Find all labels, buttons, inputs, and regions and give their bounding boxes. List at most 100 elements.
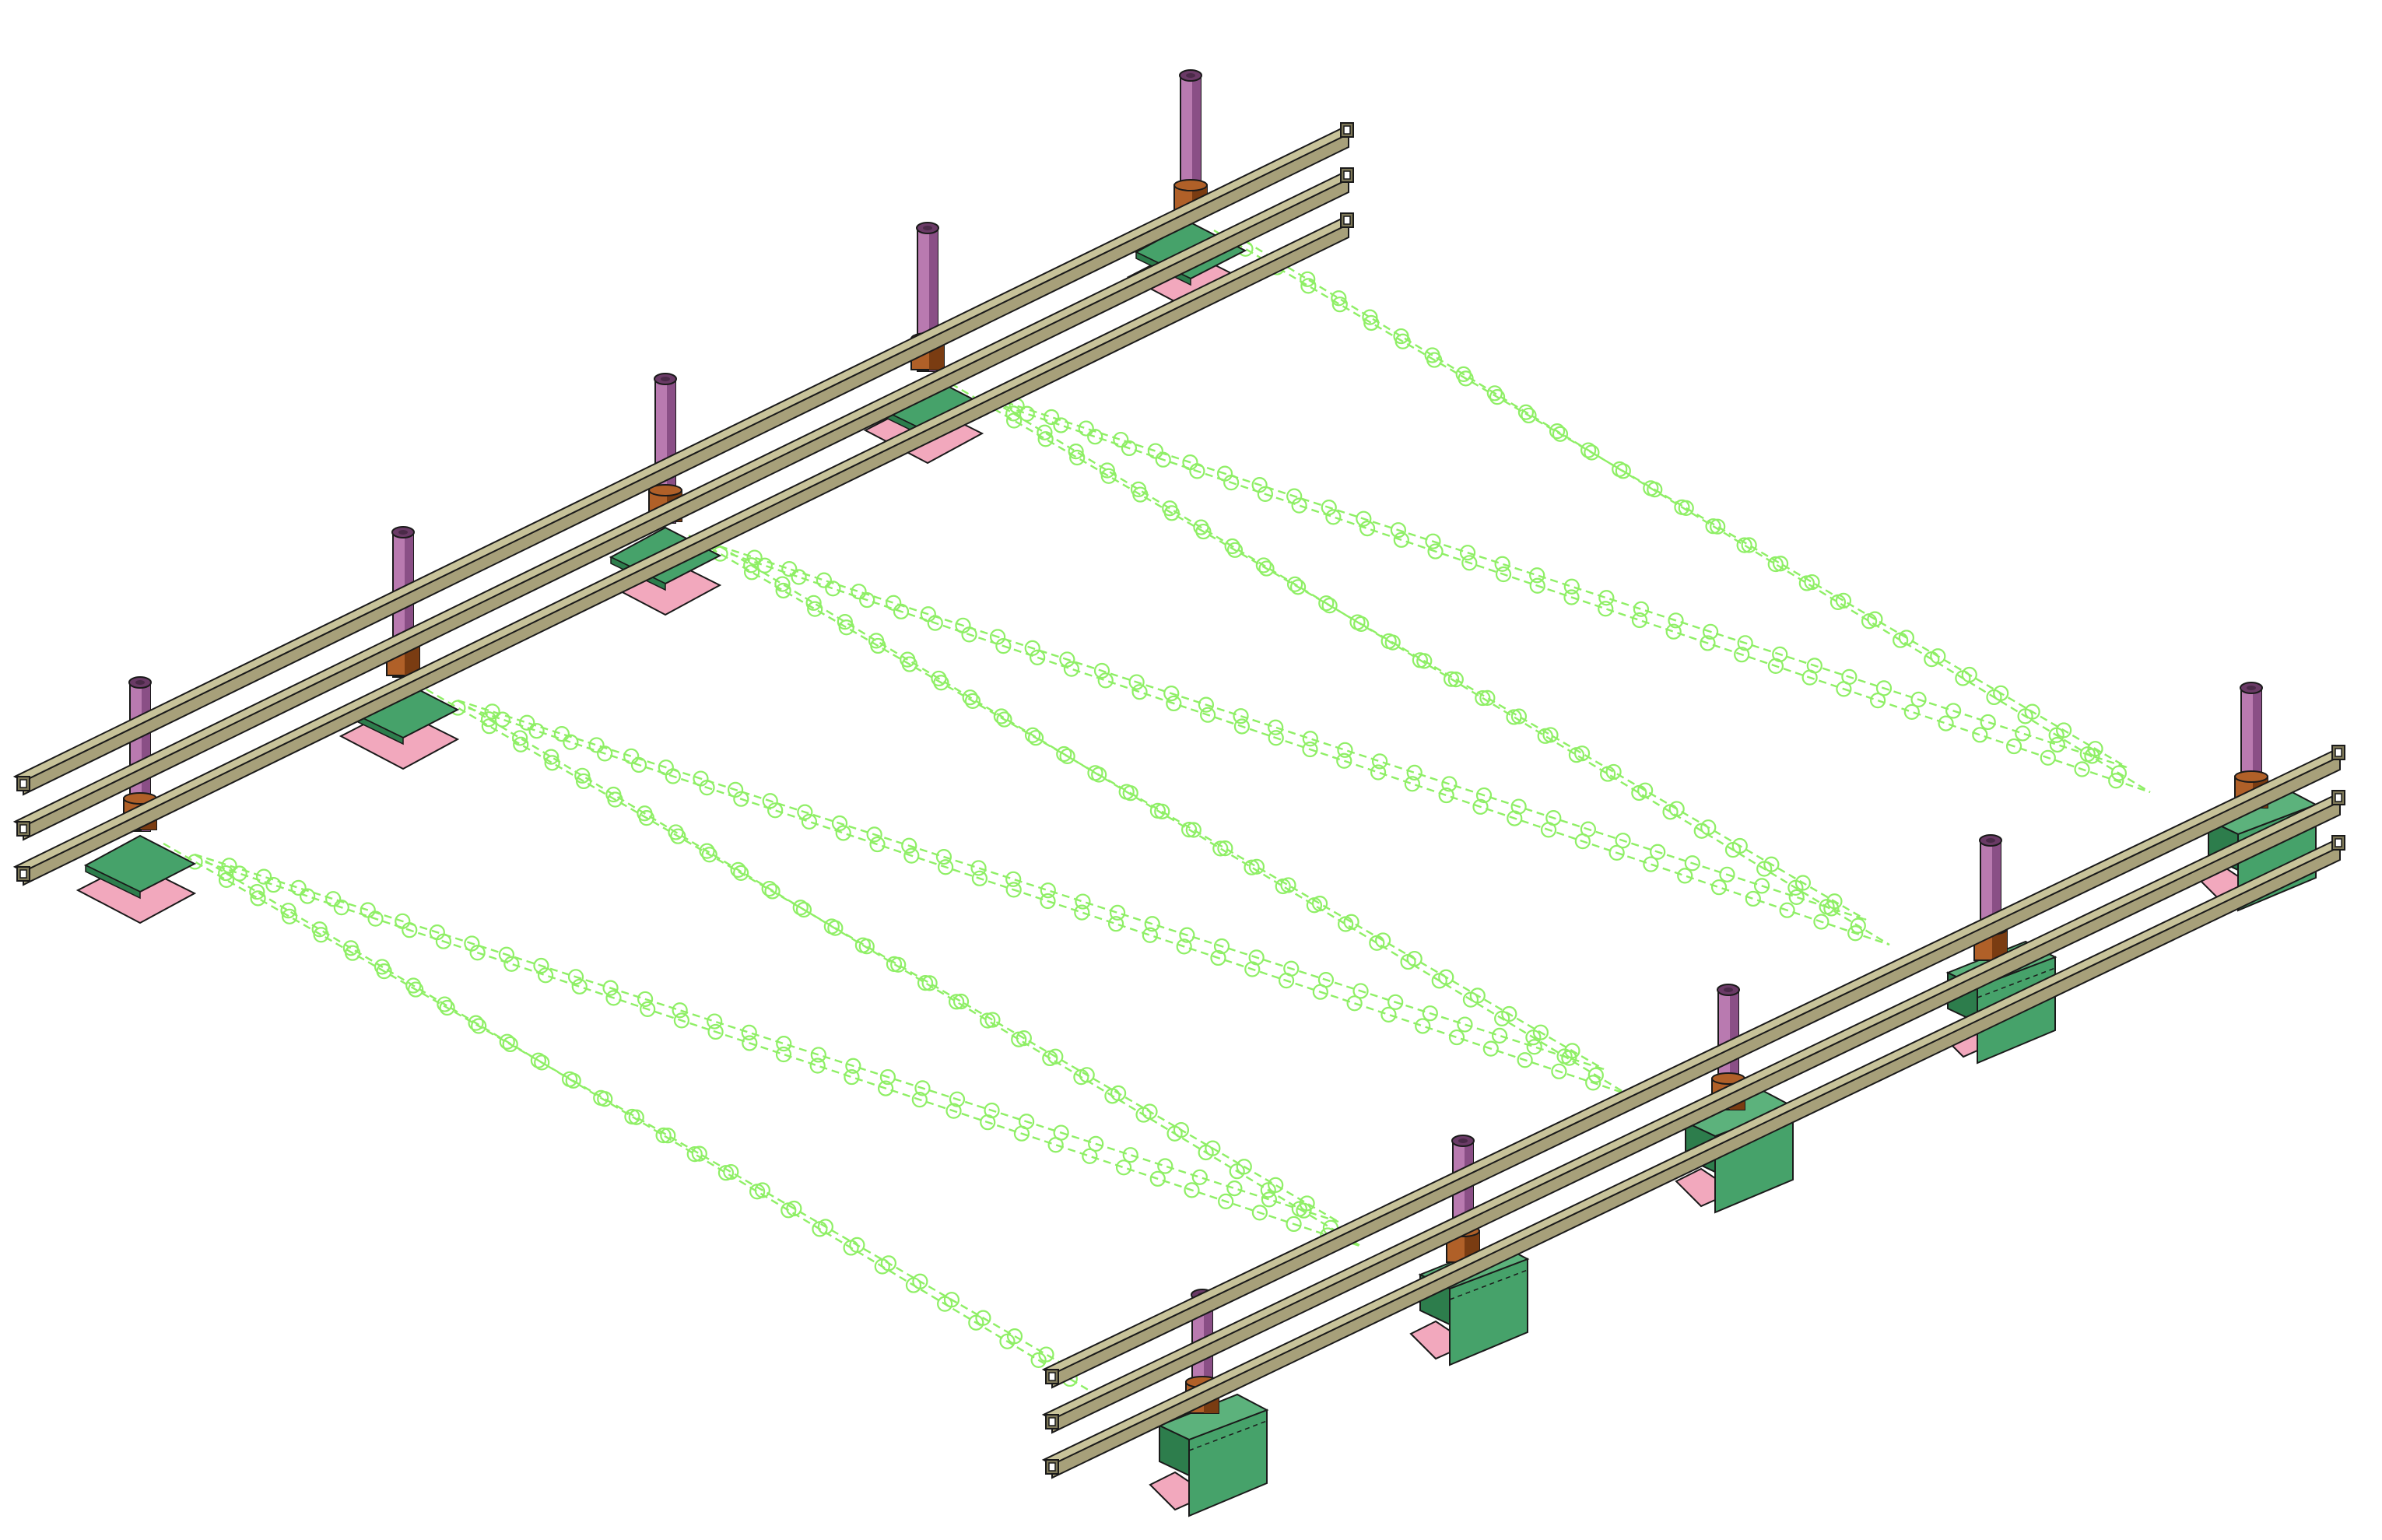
cable-node: [893, 603, 910, 619]
cable-node: [1362, 309, 1378, 325]
cable-node: [1608, 844, 1625, 861]
cable-node: [938, 859, 954, 875]
cable-diagonal-4b: [992, 401, 2151, 794]
cable-node: [1149, 802, 1166, 819]
cable-node: [1772, 556, 1789, 572]
cable-node: [1258, 560, 1275, 577]
cable-node: [1213, 938, 1230, 955]
cable-node: [961, 626, 977, 643]
cable-node: [1118, 784, 1135, 800]
cable-node: [717, 1165, 735, 1181]
cable-node: [874, 1258, 890, 1275]
cable-node: [1457, 1016, 1473, 1033]
cable-node: [1069, 449, 1086, 466]
cable-node: [816, 572, 833, 588]
rail-end-cap-front-hollow: [19, 869, 27, 879]
cable-node: [1710, 879, 1728, 896]
post-top-hole: [135, 680, 145, 685]
cable-node: [1289, 579, 1307, 595]
cable-line: [981, 393, 2128, 769]
cable-node: [405, 977, 422, 994]
cable-node: [733, 865, 749, 881]
cable-node: [996, 711, 1012, 728]
cable-node: [402, 922, 418, 938]
cable-node: [1370, 764, 1387, 781]
cable-line: [205, 861, 1363, 1248]
cable-node: [1352, 983, 1369, 999]
cable-node: [512, 730, 528, 746]
cable-line: [194, 853, 1102, 1399]
cable-node: [1710, 518, 1726, 535]
cable-node: [1260, 1182, 1276, 1198]
cable-node: [1030, 649, 1046, 665]
post-top-hole: [398, 530, 408, 535]
cable-node: [1788, 889, 1805, 906]
green-plate-edge: [85, 864, 141, 900]
cable-node: [1390, 522, 1407, 538]
cable-node: [810, 1047, 826, 1063]
cable-node: [971, 870, 988, 886]
rail-end-cap-back-hollow: [2335, 838, 2342, 847]
cable-node: [1684, 855, 1700, 872]
cable-node: [1753, 878, 1770, 894]
cable-node: [481, 718, 497, 735]
cable-node: [1813, 914, 1829, 930]
cable-node: [1424, 347, 1440, 363]
cable-node: [605, 786, 622, 803]
cable-node: [1472, 798, 1489, 815]
bracket-pink-tab: [1675, 1167, 1716, 1208]
cable-node: [952, 993, 970, 1010]
cable-line: [981, 393, 1890, 946]
back-base-plate-1: [75, 834, 197, 924]
cable-node: [914, 1080, 931, 1096]
cable-node: [962, 689, 978, 706]
cable-node: [1097, 672, 1114, 689]
cable-node: [1836, 681, 1852, 697]
post-top-hole: [1986, 838, 1995, 843]
cable-node: [1109, 904, 1126, 921]
cable-node: [1719, 866, 1735, 882]
cable-node: [1955, 670, 1971, 686]
cable-node: [1142, 927, 1158, 943]
cable-node: [1337, 742, 1353, 758]
cable-node: [1650, 844, 1666, 860]
cable-node: [1149, 1170, 1166, 1187]
cable-node: [1668, 612, 1684, 629]
cable-node: [1200, 707, 1216, 723]
cable-line: [992, 401, 2151, 794]
cable-node: [1040, 882, 1056, 899]
post-shaft-shade: [667, 379, 675, 523]
cable-node: [1189, 463, 1205, 479]
cable-node: [1312, 984, 1328, 1000]
cable-node: [1040, 893, 1056, 910]
cable-node: [1422, 1005, 1438, 1022]
cable-node: [1144, 916, 1160, 932]
cable-node: [866, 826, 882, 843]
front-rail-1: [1041, 745, 2345, 1389]
cable-line: [1244, 240, 2151, 794]
cable-node: [468, 1015, 484, 1031]
cable-node: [1063, 661, 1080, 677]
cable-node: [250, 890, 266, 907]
cable-node: [342, 940, 359, 956]
cable-node: [905, 1277, 922, 1293]
cable-node: [774, 576, 791, 592]
post-shaft-shade: [1465, 1141, 1473, 1262]
cable-node: [1893, 632, 1909, 648]
cable-node: [567, 969, 584, 985]
cable-node: [1615, 833, 1631, 849]
cable-node: [1053, 417, 1069, 433]
cable-node: [1461, 555, 1478, 571]
cable-node: [2074, 761, 2090, 777]
rail-layer: [12, 122, 2345, 1479]
cable-node: [1306, 897, 1323, 914]
cable-node: [886, 956, 903, 972]
rail-end-cap-front-hollow: [19, 824, 27, 833]
cable-node: [231, 865, 247, 882]
cable-node: [851, 584, 867, 600]
cable-node: [1005, 871, 1022, 887]
cable-node: [1325, 509, 1342, 525]
cable-node: [1415, 1018, 1431, 1034]
cable-node: [707, 1013, 723, 1030]
